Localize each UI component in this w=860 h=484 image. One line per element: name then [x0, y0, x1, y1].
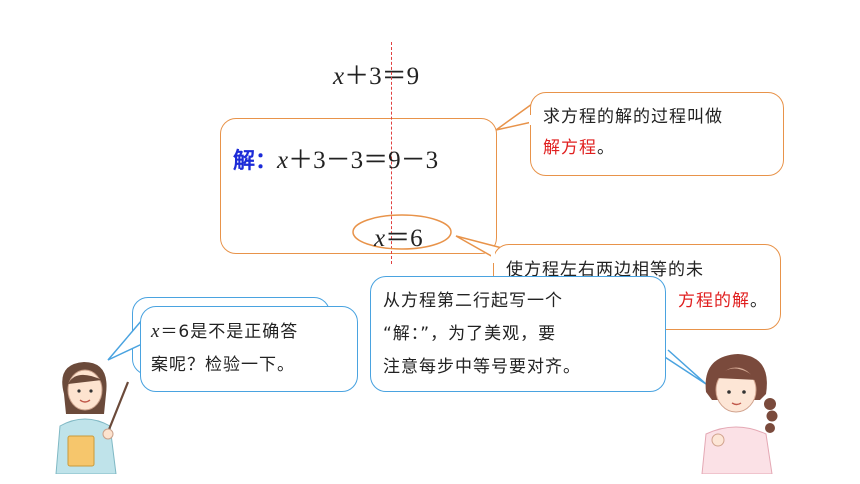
variable-x: x	[374, 225, 386, 252]
variable-x: x	[151, 321, 161, 342]
tail-seam-cover-2	[491, 251, 495, 263]
equation-line-2: 解：x＋3－3＝9－3	[233, 140, 438, 176]
equation-line-3-rest: ＝6	[385, 225, 423, 252]
equation-line-2-rest: ＋3－3＝9－3	[288, 147, 439, 174]
teacher-bubble-tail	[107, 319, 143, 361]
callout-process-line-2: 解方程。	[543, 138, 615, 158]
teacher-speech-bubble: x＝6是不是正确答 案呢？检验一下。	[140, 306, 358, 392]
solution-label: 解：	[233, 148, 278, 173]
girl-illustration	[701, 354, 778, 474]
callout-process: 求方程的解的过程叫做 解方程。	[530, 92, 784, 176]
equation-line-1: x＋3＝9	[333, 56, 419, 92]
callout-process-line-1: 求方程的解的过程叫做	[543, 107, 723, 127]
variable-x: x	[333, 63, 345, 90]
teacher-bubble-line-1: x＝6是不是正确答	[151, 321, 299, 342]
callout-process-tail	[495, 103, 533, 131]
callout-solution-line-2: 方程的解。	[678, 291, 768, 311]
teacher-illustration	[55, 362, 130, 474]
callout-solution-line-1: 使方程左右两边相等的未	[506, 260, 704, 280]
girl-speech-bubble: 从方程第二行起写一个 “解：”，为了美观，要 注意每步中等号要对齐。	[370, 276, 666, 392]
teacher-bubble-line-2: 案呢？检验一下。	[151, 355, 295, 375]
solution-highlight-ellipse	[352, 214, 452, 250]
tail-seam-cover	[529, 115, 533, 125]
equation-line-3: x＝6	[374, 218, 423, 254]
equals-alignment-line	[391, 42, 392, 264]
girl-bubble-line-3: 注意每步中等号要对齐。	[383, 357, 581, 377]
variable-x: x	[277, 147, 289, 174]
term-equation-solution: 方程的解	[678, 291, 750, 311]
girl-bubble-line-2: “解：”，为了美观，要	[383, 324, 557, 344]
callout-solution-tail	[455, 235, 503, 263]
girl-bubble-line-1: 从方程第二行起写一个	[383, 291, 563, 311]
term-solve-equation: 解方程	[543, 138, 597, 158]
equation-line-1-rest: ＋3＝9	[344, 63, 420, 90]
